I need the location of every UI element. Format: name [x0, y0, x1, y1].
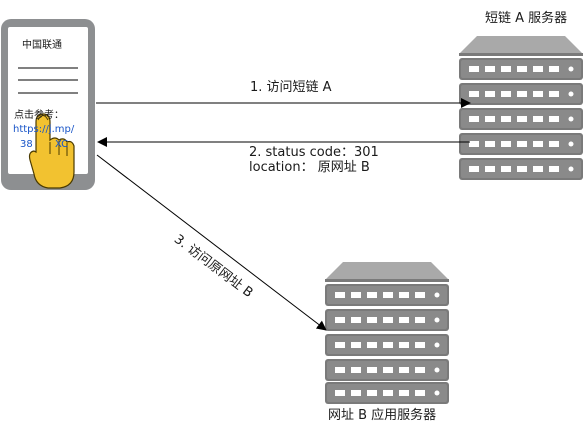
- short-link-server: [459, 36, 583, 180]
- short-link-line2-start[interactable]: 38: [20, 139, 33, 150]
- phone-prompt: 点击参考：: [14, 110, 64, 121]
- arrow-step3: [96, 154, 327, 331]
- app-server: [325, 262, 449, 404]
- step2-label-line1: 2. status code：301: [249, 145, 379, 160]
- short-link-line2-end[interactable]: XC: [55, 139, 69, 150]
- short-link-line1[interactable]: https://j.mp/: [13, 124, 75, 135]
- phone-carrier: 中国联通: [22, 40, 62, 51]
- app-server-label: 网址 B 应用服务器: [328, 408, 437, 423]
- hand-pointer-icon: [28, 113, 75, 189]
- step2-label-line2: location： 原网址 B: [249, 160, 370, 175]
- short-link-server-label: 短链 A 服务器: [485, 11, 568, 26]
- phone-text-lines: [18, 67, 78, 94]
- step1-label: 1. 访问短链 A: [250, 80, 332, 95]
